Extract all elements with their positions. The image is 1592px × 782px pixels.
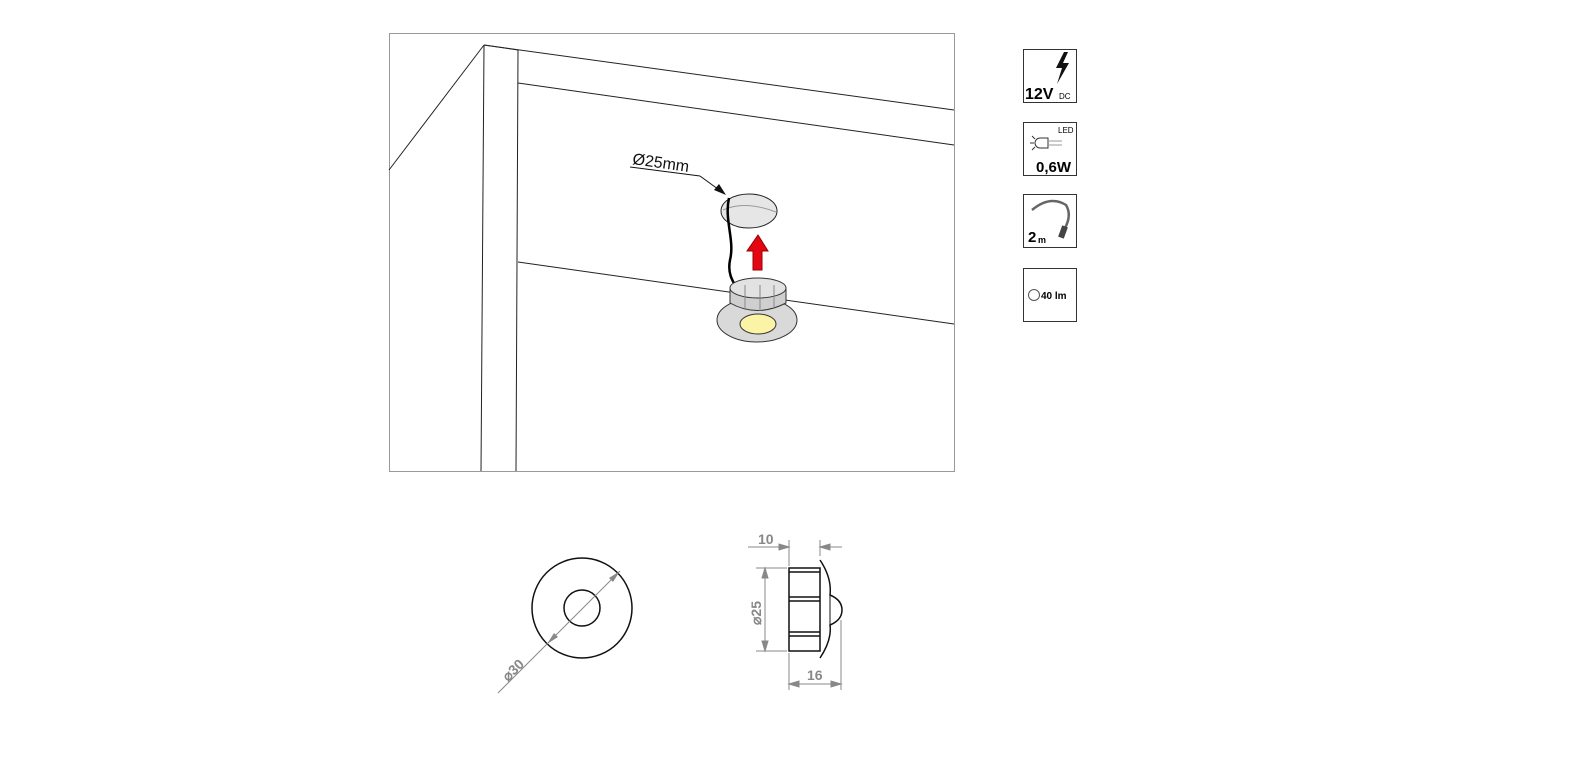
diameter-symbol: ⌀ [748,616,764,625]
illustration-frame [389,33,955,472]
led-lens [739,313,777,335]
cable-icon [1031,199,1070,229]
lightning-icon [1056,52,1069,84]
spec-cable: 2 m [1023,194,1077,248]
svg-text:⌀30: ⌀30 [499,656,527,684]
power-value: 0,6W [1036,159,1072,176]
spec-power: LED 0,6W [1023,122,1077,176]
led-bulb-icon [1030,135,1062,151]
led-tag: LED [1058,126,1074,135]
spec-lumen: 40 lm [1023,268,1077,322]
voltage-unit: DC [1059,92,1071,101]
svg-text:⌀25: ⌀25 [748,601,764,625]
spec-voltage: 12V DC [1023,49,1077,103]
mounting-hole [720,193,778,229]
cable-length-unit: m [1038,235,1046,245]
lumen-value: 40 lm [1041,291,1067,302]
light-circle-icon [1028,289,1040,301]
voltage-value: 12V [1025,86,1054,103]
side-diameter-label: 25 [748,601,764,617]
depth-total-label: 16 [807,667,823,683]
led-fixture [716,277,798,343]
cable-length-value: 2 [1028,229,1036,246]
front-view-drawing: ⌀30 [497,557,633,694]
installation-illustration: Ø25mm [388,33,955,472]
side-view-drawing: 10 ⌀25 16 [748,531,843,690]
depth-body-label: 10 [758,531,774,547]
up-arrow-icon [746,234,769,271]
